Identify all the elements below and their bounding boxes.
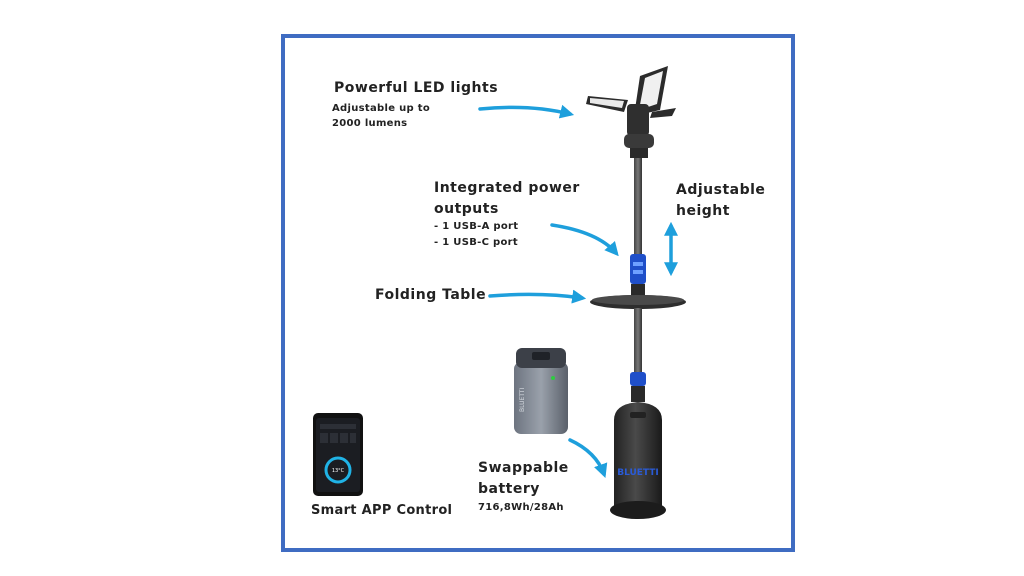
arrow-down-icon [568,438,608,478]
lower-pole [634,308,642,372]
led-lamp-head [586,66,676,158]
smart-app-title: Smart APP Control [311,503,453,518]
phone-app-screen: 13°C [313,413,363,496]
power-outputs-usb-a: - 1 USB-A port [434,221,519,232]
swappable-battery-title-2: battery [478,481,540,497]
arrow-right-icon [478,104,575,119]
svg-text:BLUETTI: BLUETTI [519,387,526,412]
adjustable-height-title-2: height [676,203,730,219]
arrow-right-icon [488,289,587,304]
arrow-right-icon [550,223,619,257]
power-outputs-usb-c: - 1 USB-C port [434,237,518,248]
power-outputs-title-2: outputs [434,201,499,217]
swappable-battery-title-1: Swappable [478,460,569,476]
brand-logo: BLUETTI [617,468,659,478]
led-lights-line1: Adjustable up to [332,103,430,114]
battery-spec: 716,8Wh/28Ah [478,502,564,513]
led-lights-title: Powerful LED lights [334,80,499,96]
power-outputs-title-1: Integrated power [434,180,580,196]
upper-pole [634,158,642,254]
led-lights-line2: 2000 lumens [332,118,408,129]
battery-base [614,402,662,506]
folding-table-title: Folding Table [375,287,487,303]
power-output-module [630,254,646,284]
phone-temperature: 13°C [332,468,345,474]
adjustable-height-title-1: Adjustable [676,182,766,198]
swappable-battery: BLUETTI [514,348,568,434]
